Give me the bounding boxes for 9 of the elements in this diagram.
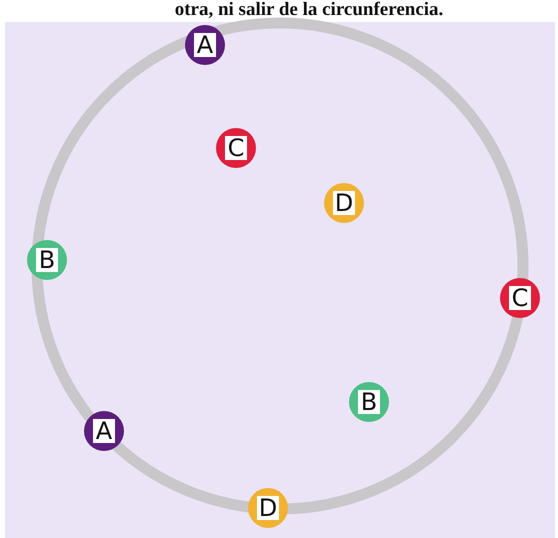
marker-letter: D <box>257 496 279 520</box>
sentence-text: otra, ni salir de la circunferencia. <box>174 0 444 20</box>
marker-letter: C <box>225 136 247 160</box>
marker-letter: A <box>93 419 115 443</box>
marker-letter: B <box>36 248 58 272</box>
marker-letter: A <box>194 33 216 57</box>
marker-letter: D <box>333 191 355 215</box>
marker-letter: C <box>509 286 531 310</box>
marker-letter: B <box>358 390 380 414</box>
